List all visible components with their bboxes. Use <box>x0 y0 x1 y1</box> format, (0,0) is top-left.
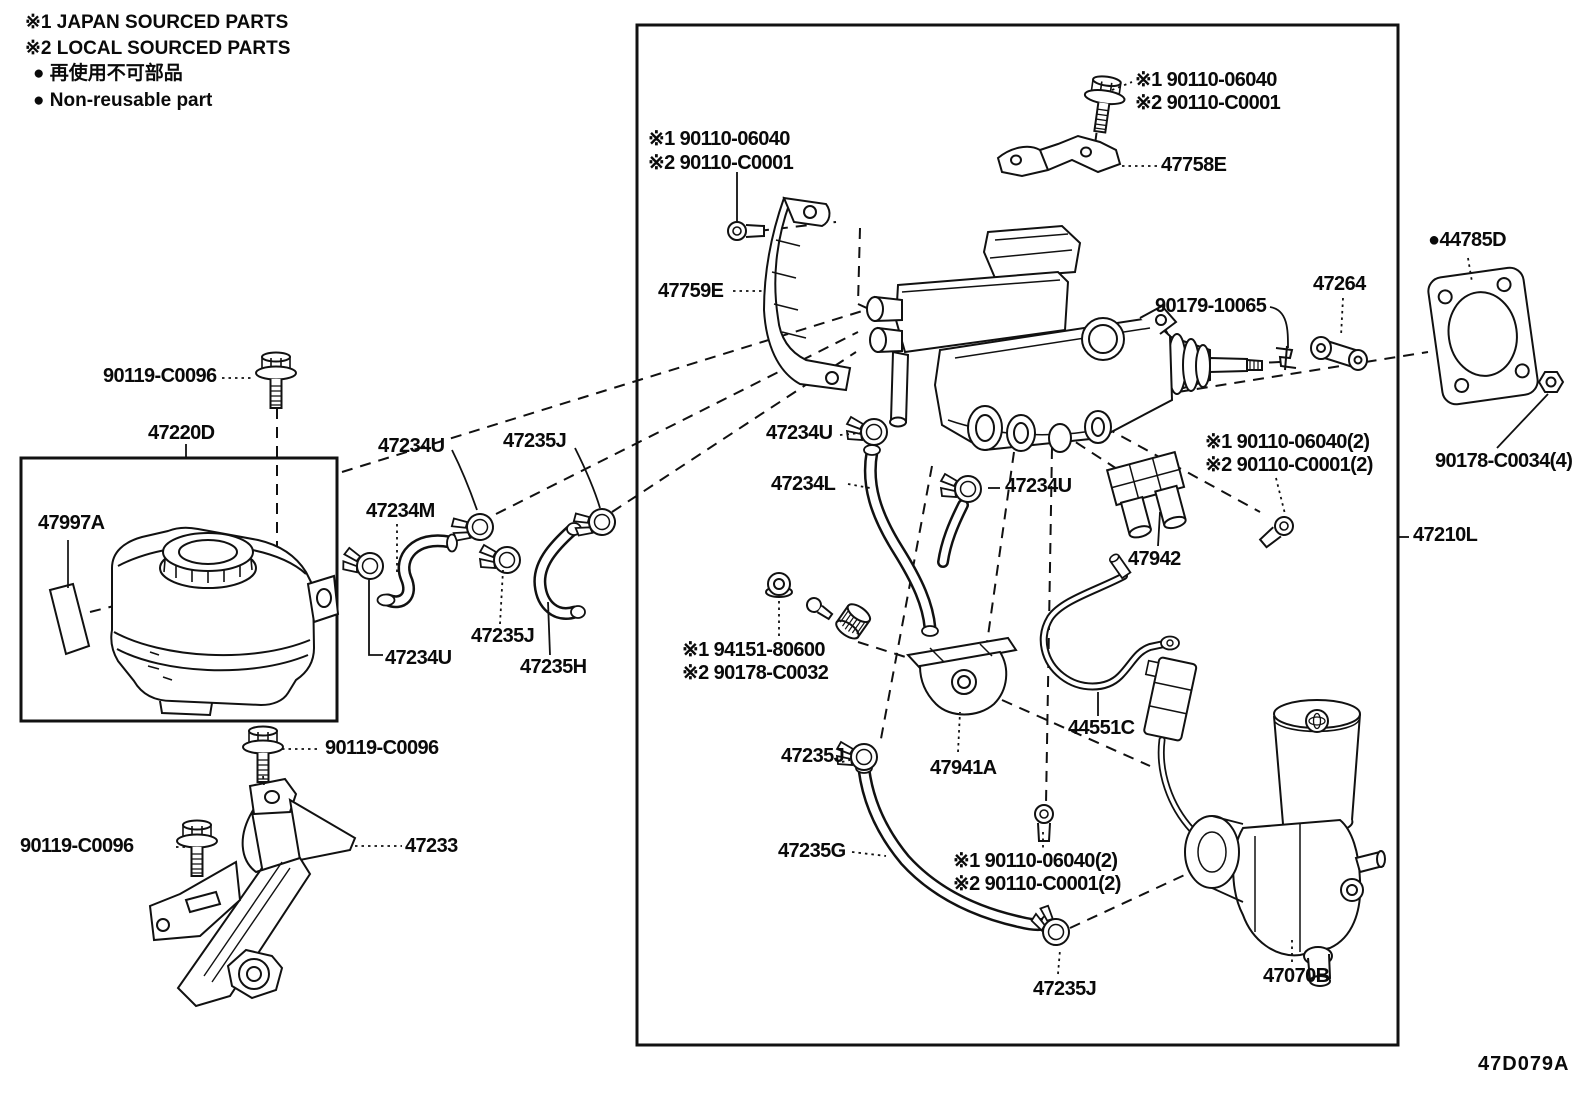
tube-44551C-drawing <box>1039 553 1228 858</box>
pump-47070B-drawing <box>1184 699 1386 987</box>
bolt-90110-left-icon <box>727 221 765 241</box>
hose-47234L-drawing <box>863 444 939 637</box>
master-cylinder-drawing <box>866 224 1263 453</box>
bolt-90110-mid-icon <box>1256 512 1298 552</box>
bracket-47759E-drawing <box>762 196 852 392</box>
reservoir-detail-box <box>19 456 339 723</box>
bracket-47758E-drawing <box>996 134 1122 178</box>
main-assembly-box <box>635 23 1400 1047</box>
clamp-47235J-2-icon <box>479 544 521 574</box>
clamp-47264-drawing <box>1310 336 1368 371</box>
solid-leaders <box>368 172 1549 716</box>
clamp-47234U-4-icon <box>340 546 386 582</box>
bracket-47941A-drawing <box>906 636 1018 716</box>
bolt-90119-C0096-mid-icon <box>242 725 284 783</box>
valve-47942-drawing <box>1105 450 1187 539</box>
bracket-47233-drawing <box>148 777 357 1008</box>
clamp-47235J-3-icon <box>836 741 878 771</box>
bolt-90110-bottom-icon <box>1034 804 1054 842</box>
clamp-47235J-1-icon <box>571 503 619 543</box>
bolt-90110-top-icon <box>1079 72 1129 136</box>
nut-90178-C0034-drawing <box>1537 371 1565 393</box>
stud-bolt-drawing <box>806 597 834 621</box>
gasket-44785D-drawing <box>1427 266 1539 406</box>
hose-47235G-drawing <box>855 762 1052 933</box>
dotted-leaders <box>176 81 1473 975</box>
reservoir-tank-drawing <box>48 526 340 717</box>
assembly-dash-lines <box>89 113 1541 929</box>
clamp-47234U-2-icon <box>846 416 888 446</box>
clip-90179-10065-drawing <box>1275 345 1297 371</box>
hose-47235H-drawing <box>533 522 586 620</box>
bolt-90119-C0096-top-icon <box>255 351 297 409</box>
knurled-cap-drawing <box>835 603 872 640</box>
hose-47234M-drawing <box>376 533 458 609</box>
clamp-47234U-1-icon <box>449 508 497 548</box>
nut-94151-drawing <box>765 572 793 598</box>
bolt-90119-C0096-bottom-icon <box>176 819 218 877</box>
clamp-47234U-3-icon <box>940 473 982 503</box>
hose-47234-short-drawing <box>937 499 969 568</box>
